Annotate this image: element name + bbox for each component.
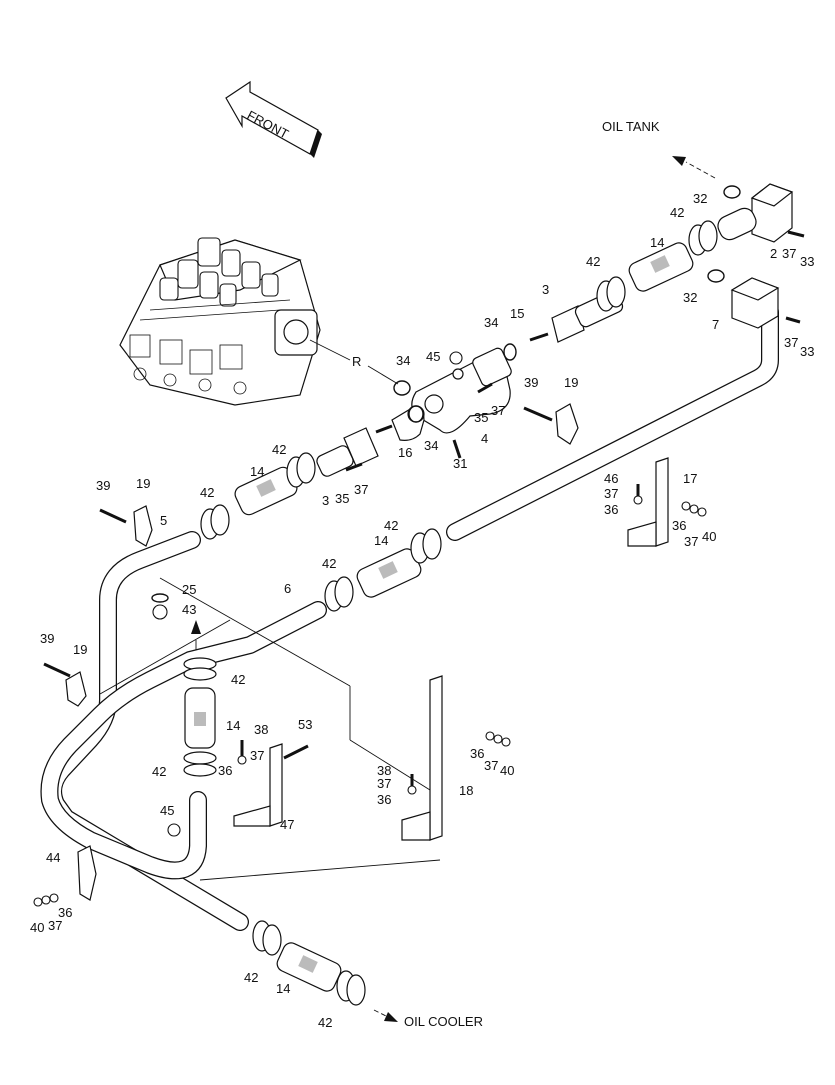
callout-47: 47 [280, 817, 294, 832]
callout-19: 19 [136, 476, 150, 491]
bracket-47 [233, 743, 283, 827]
callout-25: 25 [182, 582, 196, 597]
callout-37: 37 [484, 758, 498, 773]
bracket-17 [627, 457, 669, 547]
callout-14: 14 [276, 981, 290, 996]
callout-32: 32 [683, 290, 697, 305]
callout-37: 37 [377, 776, 391, 791]
callout-6: 6 [284, 581, 291, 596]
o-ring [151, 185, 741, 603]
callout-5: 5 [160, 513, 167, 528]
callout-39: 39 [96, 478, 110, 493]
callout-42: 42 [670, 205, 684, 220]
pipe-6 [40, 601, 327, 880]
callout-40: 40 [30, 920, 44, 935]
callout-36: 36 [377, 792, 391, 807]
callout-38: 38 [254, 722, 268, 737]
flange-3-lower [316, 427, 379, 477]
callout-16: 16 [398, 445, 412, 460]
callout-2: 2 [770, 246, 777, 261]
callout-36: 36 [58, 905, 72, 920]
oil-tank-direction-arrow [672, 156, 716, 179]
callout-31: 31 [453, 456, 467, 471]
callout-32: 32 [693, 191, 707, 206]
callout-33: 33 [800, 254, 814, 269]
return-pipe-long [446, 303, 779, 541]
callout-38: 38 [377, 763, 391, 778]
callout-42: 42 [322, 556, 336, 571]
callout-35: 35 [474, 410, 488, 425]
callout-36: 36 [672, 518, 686, 533]
callout-7: 7 [712, 317, 719, 332]
flange-2 [717, 183, 794, 243]
elbow-4 [411, 347, 512, 434]
callout-36: 36 [470, 746, 484, 761]
main-control-valve [119, 237, 321, 406]
callout-3: 3 [542, 282, 549, 297]
callout-35: 35 [335, 491, 349, 506]
callout-42: 42 [200, 485, 214, 500]
callout-34: 34 [424, 438, 438, 453]
callout-37: 37 [250, 748, 264, 763]
callout-37: 37 [48, 918, 62, 933]
callout-37: 37 [491, 403, 505, 418]
callout-r: R [352, 354, 361, 369]
callout-37: 37 [354, 482, 368, 497]
callout-14: 14 [374, 533, 388, 548]
callout-36: 36 [604, 502, 618, 517]
flange-7 [730, 277, 780, 329]
callout-3: 3 [322, 493, 329, 508]
callout-37: 37 [782, 246, 796, 261]
callout-42: 42 [152, 764, 166, 779]
callout-42: 42 [318, 1015, 332, 1030]
bolt [33, 230, 805, 907]
callout-34: 34 [484, 315, 498, 330]
hose-14 [184, 242, 694, 992]
callout-46: 46 [604, 471, 618, 486]
callout-40: 40 [500, 763, 514, 778]
callout-42: 42 [586, 254, 600, 269]
callout-53: 53 [298, 717, 312, 732]
oil-cooler-direction-arrow [373, 1009, 398, 1022]
callout-45: 45 [426, 349, 440, 364]
callout-40: 40 [702, 529, 716, 544]
callout-14: 14 [650, 235, 664, 250]
check-valve-16 [391, 405, 425, 441]
oil-tank-label: OIL TANK [602, 119, 660, 134]
bracket-44 [77, 845, 97, 901]
callout-37: 37 [784, 335, 798, 350]
callout-14: 14 [250, 464, 264, 479]
callout-36: 36 [218, 763, 232, 778]
callout-42: 42 [384, 518, 398, 533]
callout-18: 18 [459, 783, 473, 798]
callout-37: 37 [604, 486, 618, 501]
callout-42: 42 [244, 970, 258, 985]
callout-14: 14 [226, 718, 240, 733]
callout-34: 34 [396, 353, 410, 368]
callout-15: 15 [510, 306, 524, 321]
callout-17: 17 [683, 471, 697, 486]
bracket-18 [401, 675, 443, 841]
leaders [99, 339, 441, 881]
callout-4: 4 [481, 431, 488, 446]
callout-39: 39 [524, 375, 538, 390]
oil-cooler-label: OIL COOLER [404, 1014, 483, 1029]
callout-42: 42 [231, 672, 245, 687]
front-arrow: FRONT [225, 80, 322, 158]
callout-33: 33 [800, 344, 814, 359]
callout-43: 43 [182, 602, 196, 617]
callout-39: 39 [40, 631, 54, 646]
callout-labels: 2 3 3 4 5 6 7 14 14 14 14 14 15 16 17 18… [30, 191, 814, 1030]
callout-19: 19 [73, 642, 87, 657]
callout-37: 37 [684, 534, 698, 549]
callout-44: 44 [46, 850, 60, 865]
callout-45: 45 [160, 803, 174, 818]
bracket-19 [65, 403, 579, 707]
clamp-42 [183, 220, 718, 1006]
callout-19: 19 [564, 375, 578, 390]
callout-42: 42 [272, 442, 286, 457]
